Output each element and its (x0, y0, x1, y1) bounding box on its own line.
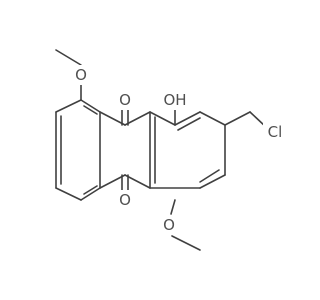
ring-bond (199, 111, 226, 126)
ring-bond (99, 111, 126, 126)
ring-bond (80, 99, 101, 113)
ring-bond (174, 111, 201, 126)
ring-bond (124, 174, 151, 189)
label-bg (117, 190, 133, 210)
label-bg (117, 90, 133, 110)
atom-label-methoxy-bottom-oxygen: O (163, 216, 175, 234)
ring-double-bond (83, 105, 98, 115)
label-layer: O O OH Cl O O (73, 65, 287, 235)
atom-label-hydroxyl: OH (163, 91, 186, 109)
chloromethyl-bond (224, 111, 251, 126)
ring-bond (124, 111, 151, 126)
bond-layer (55, 49, 267, 251)
label-bg (161, 215, 177, 235)
ring-bond (149, 111, 176, 126)
ring-double-bond (199, 169, 220, 183)
label-bg (161, 90, 189, 110)
methoxy-bond (55, 49, 82, 66)
ring-bond (80, 187, 101, 201)
ring-bond (55, 99, 82, 113)
atom-label-carbonyl-bottom-oxygen: O (119, 191, 131, 209)
ring-bond (199, 174, 226, 189)
atom-label-chlorine: Cl (268, 123, 283, 141)
methoxy-bond (170, 199, 176, 215)
ring-double-bond (177, 117, 201, 131)
ring-double-bond (83, 185, 98, 195)
label-bg (263, 122, 287, 142)
label-bg (73, 65, 89, 85)
ring-bond (55, 187, 82, 201)
atom-label-methoxy-left-oxygen: O (75, 66, 87, 84)
ring-bond (99, 174, 126, 189)
structure-drawing: O O OH Cl O O (55, 49, 287, 251)
atom-label-carbonyl-top-oxygen: O (119, 91, 131, 109)
methoxy-bond (171, 235, 201, 251)
